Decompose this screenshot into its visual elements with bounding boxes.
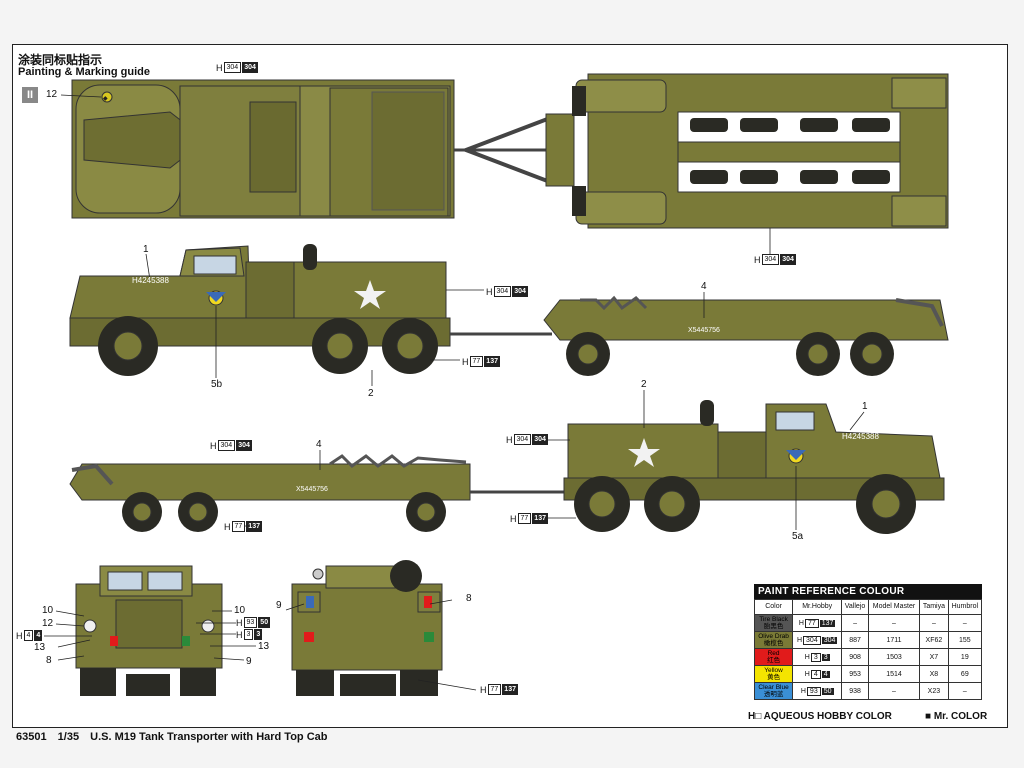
view-tag-ii: II — [22, 87, 38, 103]
paint-model-master-code: – — [867, 614, 921, 632]
paint-tamiya-code: X7 — [919, 648, 949, 666]
callout-8-front: 8 — [46, 655, 52, 666]
paint-humbrol-code: 19 — [947, 648, 983, 666]
callout-10-front-right: 10 — [234, 605, 246, 616]
svg-text:◆: ◆ — [103, 96, 108, 102]
callout-4-left: 4 — [701, 281, 707, 292]
callout-9-rear: 9 — [276, 600, 282, 611]
paint-model-master-code: 1503 — [867, 648, 921, 666]
paint-model-master-code: 1711 — [867, 631, 921, 649]
truck-serial-left: H4245388 — [132, 276, 169, 285]
paint-humbrol-code: – — [947, 614, 983, 632]
trailer-serial-right: X5445756 — [296, 486, 328, 493]
paint-vallejo-code: 887 — [841, 631, 869, 649]
paint-header-cell: Mr.Hobby — [792, 599, 843, 615]
callout-2-left: 2 — [368, 388, 374, 399]
kit-name: U.S. M19 Tank Transporter with Hard Top … — [90, 731, 328, 743]
callout-5a: 5a — [792, 531, 804, 542]
legend-mr-color: ■ Mr. COLOR — [925, 711, 988, 722]
callout-8-rear: 8 — [466, 593, 472, 604]
paint-table-title: PAINT REFERENCE COLOUR — [754, 584, 982, 599]
callout-12-top: 12 — [46, 89, 58, 100]
paint-tamiya-code: – — [919, 614, 949, 632]
paint-humbrol-code: 155 — [947, 631, 983, 649]
callout-5b: 5b — [211, 379, 223, 390]
paint-header-cell: Vallejo — [841, 599, 869, 615]
callout-9-front: 9 — [246, 656, 252, 667]
callout-13-front-left: 13 — [34, 642, 46, 653]
paint-vallejo-code: 953 — [841, 665, 869, 683]
paint-header-cell: Color — [753, 599, 794, 615]
paint-header-cell: Humbrol — [947, 599, 983, 615]
callout-12-front: 12 — [42, 618, 54, 629]
paint-humbrol-code: 69 — [947, 665, 983, 683]
paint-header-cell: Model Master — [867, 599, 921, 615]
callout-2-right: 2 — [641, 379, 647, 390]
paint-vallejo-code: – — [841, 614, 869, 632]
callout-1-right: 1 — [862, 401, 868, 412]
paint-humbrol-code: – — [947, 682, 983, 700]
paint-model-master-code: 1514 — [867, 665, 921, 683]
callout-13-front-right: 13 — [258, 641, 270, 652]
paint-vallejo-code: 908 — [841, 648, 869, 666]
callout-1-left: 1 — [143, 244, 149, 255]
trailer-serial-left: X5445756 — [688, 327, 720, 334]
paint-tamiya-code: X23 — [919, 682, 949, 700]
kit-code: 63501 — [16, 731, 47, 743]
kit-scale: 1/35 — [57, 731, 80, 743]
paint-model-master-code: – — [867, 682, 921, 700]
paint-header-cell: Tamiya — [919, 599, 949, 615]
title-english: Painting & Marking guide — [18, 66, 151, 78]
title-chinese: 涂装同标贴指示 — [18, 53, 103, 67]
paint-vallejo-code: 938 — [841, 682, 869, 700]
truck-serial-right: H4245388 — [842, 432, 879, 441]
callout-4-right: 4 — [316, 439, 322, 450]
footer-caption: 63501 1/35 U.S. M19 Tank Transporter wit… — [16, 731, 336, 743]
paint-tamiya-code: XF62 — [919, 631, 949, 649]
callout-10-front-left: 10 — [42, 605, 54, 616]
paint-tamiya-code: X8 — [919, 665, 949, 683]
legend-aqueous: H□ AQUEOUS HOBBY COLOR — [748, 711, 892, 722]
